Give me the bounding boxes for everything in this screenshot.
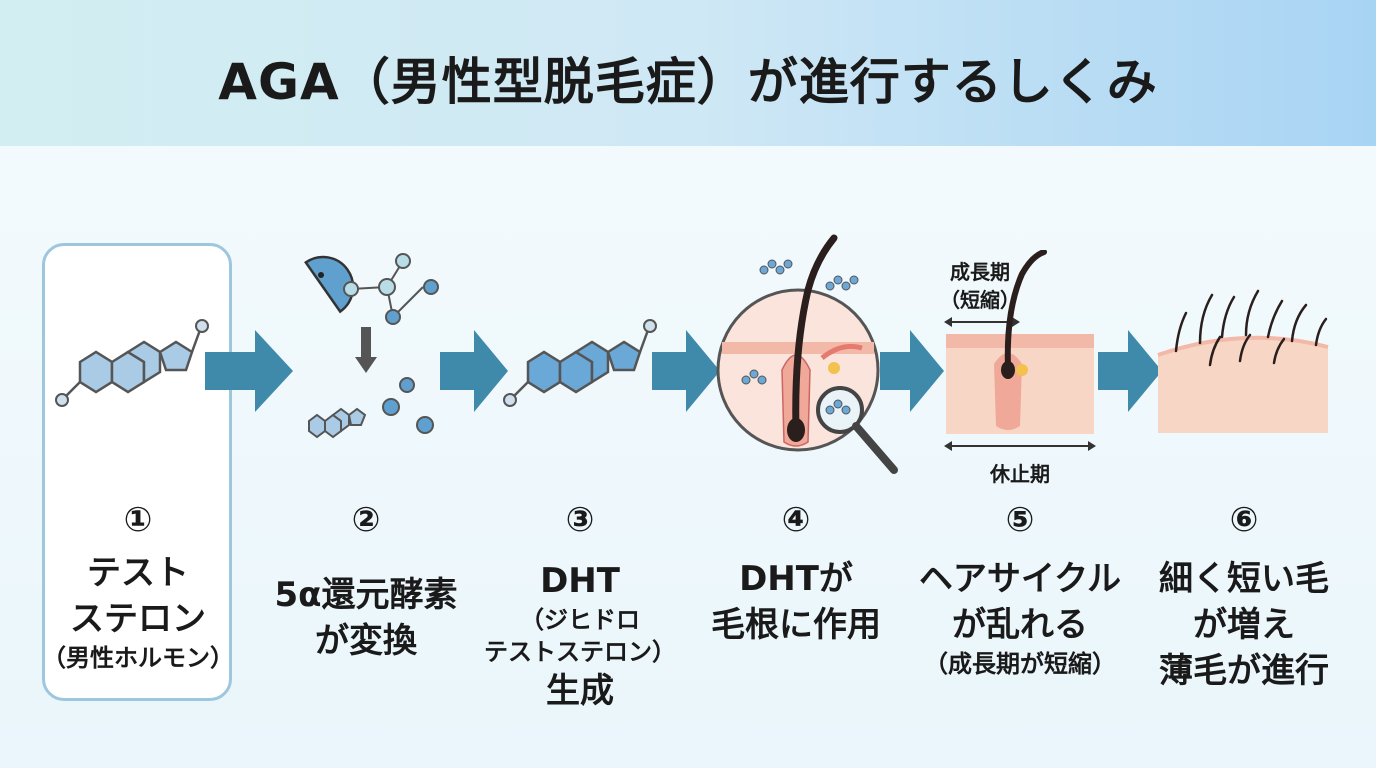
step2-label-line1: 5α還元酵素 (274, 575, 458, 615)
step2-label: 5α還元酵素 が変換 (246, 572, 486, 664)
dht-molecule-icon (503, 319, 657, 407)
step2-number: ② (351, 500, 381, 540)
step1-label-sub: （男性ホルモン） (42, 644, 234, 672)
step3-label-sub1: （ジヒドロ (520, 606, 640, 634)
step6-label-line1: 細く短い毛 (1159, 559, 1329, 599)
step6-label-line3: 薄毛が進行 (1159, 651, 1329, 691)
step1-label-line1: テスト (87, 553, 189, 593)
step2-label-line2: が変換 (315, 621, 417, 661)
testosterone-molecule-icon (55, 319, 209, 407)
step1-number: ① (123, 500, 153, 540)
flow-arrow-2-icon (440, 330, 508, 412)
step4-number: ④ (781, 500, 811, 540)
growth-phase-sub-label: （短縮） (940, 288, 1020, 312)
step6-number: ⑥ (1229, 500, 1259, 540)
step3-label-after: 生成 (546, 671, 614, 711)
flow-arrow-1-icon (205, 330, 293, 412)
step3-label-line1: DHT (540, 561, 620, 601)
step3-label-sub2: テストステロン） (484, 638, 676, 666)
step5-label-sub: （成長期が短縮） (924, 650, 1116, 678)
flow-arrow-4-icon (880, 330, 944, 412)
hair-follicle-magnified-icon (716, 234, 898, 474)
step5-label-line1: ヘアサイクル (918, 559, 1122, 599)
step5-label: ヘアサイクル が乱れる （成長期が短縮） (900, 556, 1140, 680)
step1-label: テスト ステロン （男性ホルモン） (18, 550, 258, 674)
page-title: AGA（男性型脱毛症）が進行するしくみ (218, 53, 1158, 111)
flow-arrow-5-icon (1098, 330, 1162, 412)
step3-number: ③ (565, 500, 595, 540)
step6-label-line2: が増え (1193, 605, 1295, 645)
step4-label-line1: DHTが (739, 559, 853, 599)
rest-phase-label: 休止期 (990, 462, 1050, 486)
step4-label: DHTが 毛根に作用 (676, 556, 916, 648)
enzyme-conversion-icon (304, 253, 439, 439)
step4-label-line2: 毛根に作用 (711, 605, 881, 645)
header-banner: AGA（男性型脱毛症）が進行するしくみ (0, 0, 1376, 146)
step6-label: 細く短い毛 が増え 薄毛が進行 (1124, 556, 1364, 694)
hair-cycle-shortened-icon (944, 250, 1096, 451)
growth-phase-label: 成長期 (950, 260, 1010, 284)
step5-number: ⑤ (1005, 500, 1035, 540)
step3-label: DHT （ジヒドロ テストステロン） 生成 (460, 558, 700, 714)
thinning-scalp-icon (1157, 289, 1329, 433)
step1-label-line2: ステロン (70, 599, 206, 639)
step5-label-line2: が乱れる (952, 605, 1088, 645)
flow-arrow-3-icon (652, 330, 720, 412)
